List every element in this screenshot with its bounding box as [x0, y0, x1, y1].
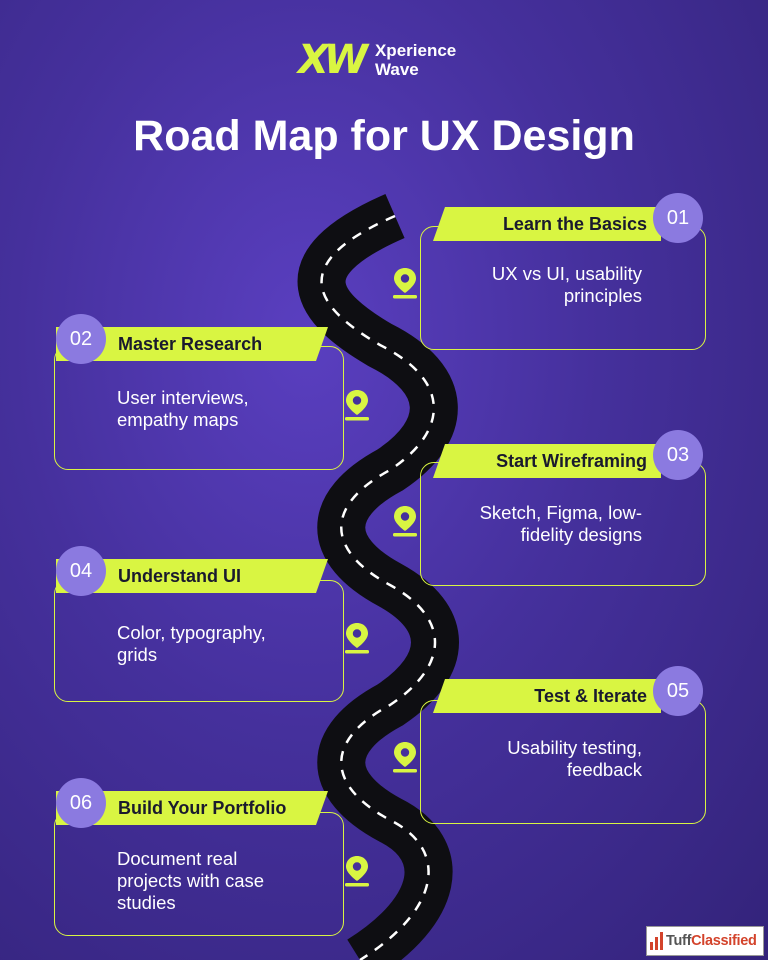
- step-number-06: 06: [56, 778, 106, 828]
- brand-logo: XW Xperience Wave: [298, 40, 456, 80]
- location-pin-icon: [345, 623, 369, 654]
- step-description-line: UX vs UI, usability: [491, 263, 642, 284]
- watermark-text-part1: Tuff: [666, 933, 692, 949]
- watermark-logo: TuffClassified: [646, 926, 764, 956]
- step-description-line: Sketch, Figma, low-: [479, 502, 642, 523]
- step-number-04: 04: [56, 546, 106, 596]
- step-description-02: User interviews, empathy maps: [117, 387, 317, 431]
- bar-chart-icon: [650, 932, 663, 950]
- step-description-line: grids: [117, 644, 158, 665]
- brand-name-line1: Xperience: [374, 41, 457, 60]
- step-description-line: principles: [563, 285, 642, 306]
- step-description-line: projects with case: [117, 870, 265, 891]
- step-number-02: 02: [56, 314, 106, 364]
- step-description-line: fidelity designs: [520, 524, 642, 545]
- page-title: Road Map for UX Design: [133, 112, 635, 160]
- watermark-text: TuffClassified: [666, 933, 757, 949]
- step-description-03: Sketch, Figma, low- fidelity designs: [448, 502, 642, 546]
- brand-name-line2: Wave: [374, 60, 419, 79]
- logo-mark: XW: [298, 37, 368, 83]
- step-title-01: Learn the Basics: [433, 207, 661, 241]
- step-description-line: Document real: [117, 848, 238, 869]
- step-number-03: 03: [653, 430, 703, 480]
- step-number-05: 05: [653, 666, 703, 716]
- step-number-01: 01: [653, 193, 703, 243]
- watermark-text-part2: Classified: [691, 933, 757, 949]
- step-description-line: feedback: [566, 759, 642, 780]
- step-description-line: User interviews,: [117, 387, 249, 408]
- step-description-line: Color, typography,: [117, 622, 266, 643]
- step-title-03: Start Wireframing: [433, 444, 661, 478]
- step-description-01: UX vs UI, usability principles: [448, 263, 642, 307]
- step-description-05: Usability testing, feedback: [448, 737, 642, 781]
- location-pin-icon: [393, 506, 417, 537]
- step-description-04: Color, typography, grids: [117, 622, 317, 666]
- step-description-line: empathy maps: [117, 409, 239, 430]
- location-pin-icon: [345, 856, 369, 887]
- location-pin-icon: [345, 390, 369, 421]
- brand-name: Xperience Wave: [375, 41, 456, 79]
- step-description-line: Usability testing,: [507, 737, 642, 758]
- step-description-06: Document real projects with case studies: [117, 848, 317, 914]
- step-title-05: Test & Iterate: [433, 679, 661, 713]
- road-center-line: [320, 214, 437, 960]
- location-pin-icon: [393, 742, 417, 773]
- step-description-line: studies: [117, 892, 176, 913]
- location-pin-icon: [393, 268, 417, 299]
